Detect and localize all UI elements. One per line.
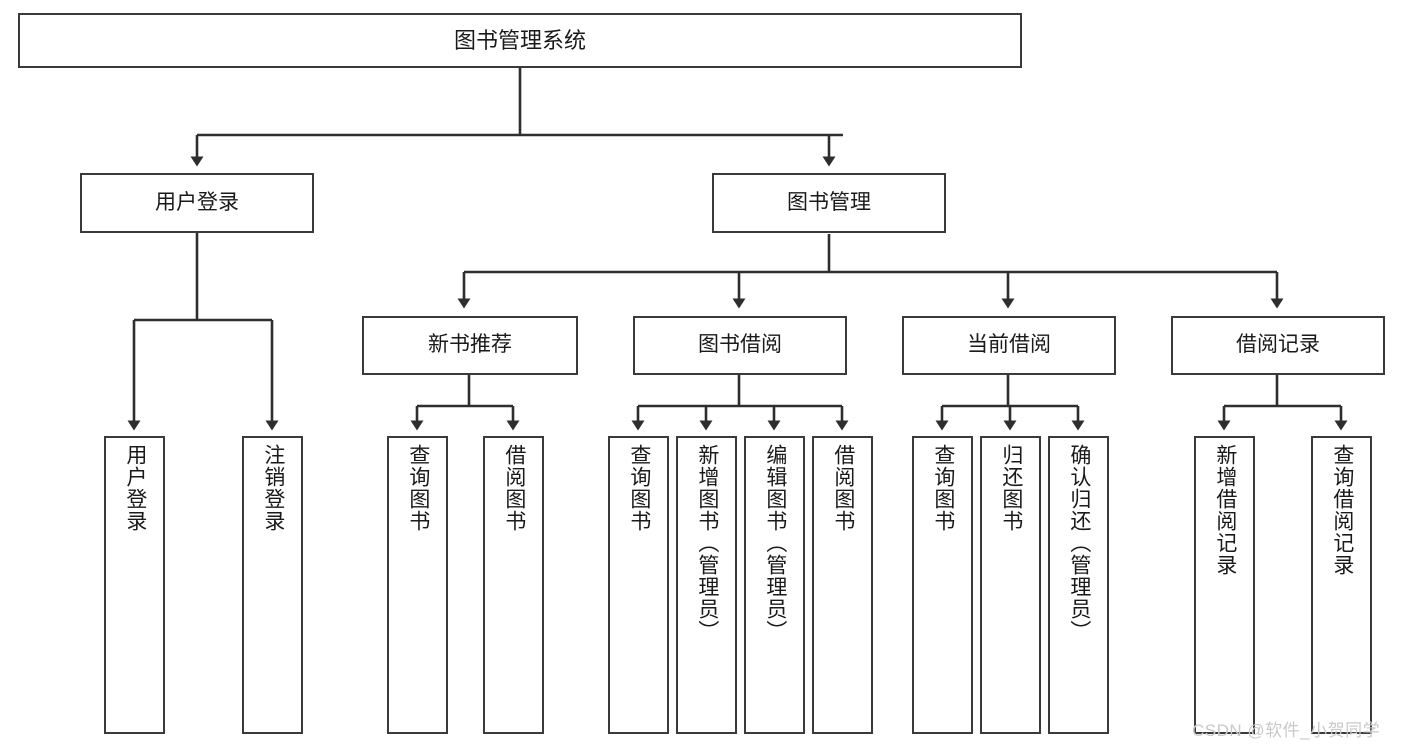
node-current-borrow[interactable]: 当前借阅 (902, 316, 1116, 375)
node-label: 借阅图书 (831, 444, 855, 532)
leaf-current-confirm-return[interactable]: 确认归还（管理员） (1048, 436, 1109, 734)
leaf-new-books-query[interactable]: 查询图书 (387, 436, 448, 734)
node-label: 编辑图书（管理员） (763, 444, 787, 642)
leaf-borrow-borrow-book[interactable]: 借阅图书 (812, 436, 873, 734)
csdn-watermark: CSDN @软件_小贺同学 (1192, 721, 1381, 740)
node-label: 查询图书 (406, 444, 430, 532)
node-label: 图书管理系统 (453, 27, 586, 53)
node-root-system[interactable]: 图书管理系统 (18, 13, 1022, 68)
leaf-current-query-book[interactable]: 查询图书 (912, 436, 973, 734)
leaf-user-login-signin[interactable]: 用户登录 (104, 436, 165, 734)
node-label: 借阅图书 (502, 444, 526, 532)
node-label: 查询图书 (627, 444, 651, 532)
node-book-management[interactable]: 图书管理 (712, 173, 946, 233)
node-book-borrow[interactable]: 图书借阅 (633, 316, 847, 375)
node-label: 新增借阅记录 (1213, 444, 1237, 576)
node-label: 确认归还（管理员） (1067, 444, 1091, 642)
node-label: 注销登录 (261, 444, 285, 532)
leaf-borrow-query-book[interactable]: 查询图书 (608, 436, 669, 734)
node-label: 查询图书 (931, 444, 955, 532)
leaf-borrow-edit-book[interactable]: 编辑图书（管理员） (744, 436, 805, 734)
node-label: 图书借阅 (698, 333, 782, 357)
node-user-login[interactable]: 用户登录 (80, 173, 314, 233)
leaf-records-query-record[interactable]: 查询借阅记录 (1311, 436, 1372, 734)
leaf-borrow-add-book[interactable]: 新增图书（管理员） (676, 436, 737, 734)
node-label: 查询借阅记录 (1330, 444, 1354, 576)
node-label: 用户登录 (155, 190, 239, 214)
leaf-records-add-record[interactable]: 新增借阅记录 (1194, 436, 1255, 734)
node-borrow-records[interactable]: 借阅记录 (1171, 316, 1385, 375)
leaf-new-books-borrow[interactable]: 借阅图书 (483, 436, 544, 734)
node-label: 新增图书（管理员） (695, 444, 719, 642)
node-label: 新书推荐 (428, 333, 512, 357)
node-label: 归还图书 (999, 444, 1023, 532)
node-label: 用户登录 (123, 444, 147, 532)
leaf-current-return-book[interactable]: 归还图书 (980, 436, 1041, 734)
node-label: 当前借阅 (967, 333, 1051, 357)
node-label: 图书管理 (787, 190, 871, 214)
node-label: 借阅记录 (1236, 333, 1320, 357)
leaf-user-login-signout[interactable]: 注销登录 (242, 436, 303, 734)
node-new-book-recommend[interactable]: 新书推荐 (362, 316, 578, 375)
